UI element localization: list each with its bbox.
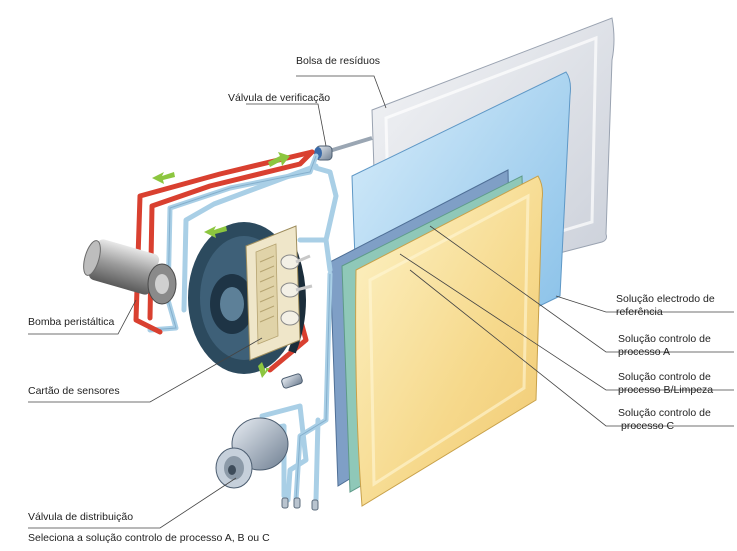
- distribution-valve: [215, 417, 289, 489]
- label-a-line1: Solução controlo de: [618, 333, 711, 345]
- flow-arrow-icon: [258, 362, 270, 378]
- label-seleciona: Seleciona a solução controlo de processo…: [28, 532, 270, 544]
- label-c-line2: processo C: [621, 420, 675, 432]
- peristaltic-pump-motor: [83, 239, 177, 305]
- label-ref-line2: referência: [616, 306, 663, 318]
- label-c-line1: Solução controlo de: [618, 407, 711, 419]
- check-valve: [314, 136, 373, 161]
- sensor-card: [245, 225, 313, 361]
- label-valvula-verificacao: Válvula de verificação: [228, 92, 331, 104]
- flow-arrows: [152, 152, 290, 378]
- label-bolsa: Bolsa de resíduos: [296, 55, 381, 67]
- label-b-line1: Solução controlo de: [618, 371, 711, 383]
- process-c-bag: [355, 175, 543, 507]
- blue-tubing-outline: [149, 155, 331, 501]
- flow-arrow-icon: [204, 226, 227, 238]
- inline-connector: [281, 373, 303, 389]
- flow-arrow-icon: [152, 172, 175, 184]
- bottom-fittings: [281, 497, 319, 511]
- label-ref-line1: Solução electrodo de: [616, 293, 715, 305]
- label-b-line2: processo B/Limpeza: [618, 384, 714, 396]
- label-bomba: Bomba peristáltica: [28, 316, 115, 328]
- label-cartao: Cartão de sensores: [28, 385, 120, 397]
- flow-arrow-icon: [268, 152, 290, 167]
- leader-lines: [28, 75, 734, 529]
- label-valvula-distribuicao: Válvula de distribuição: [28, 511, 134, 523]
- label-a-line2: processo A: [618, 346, 670, 358]
